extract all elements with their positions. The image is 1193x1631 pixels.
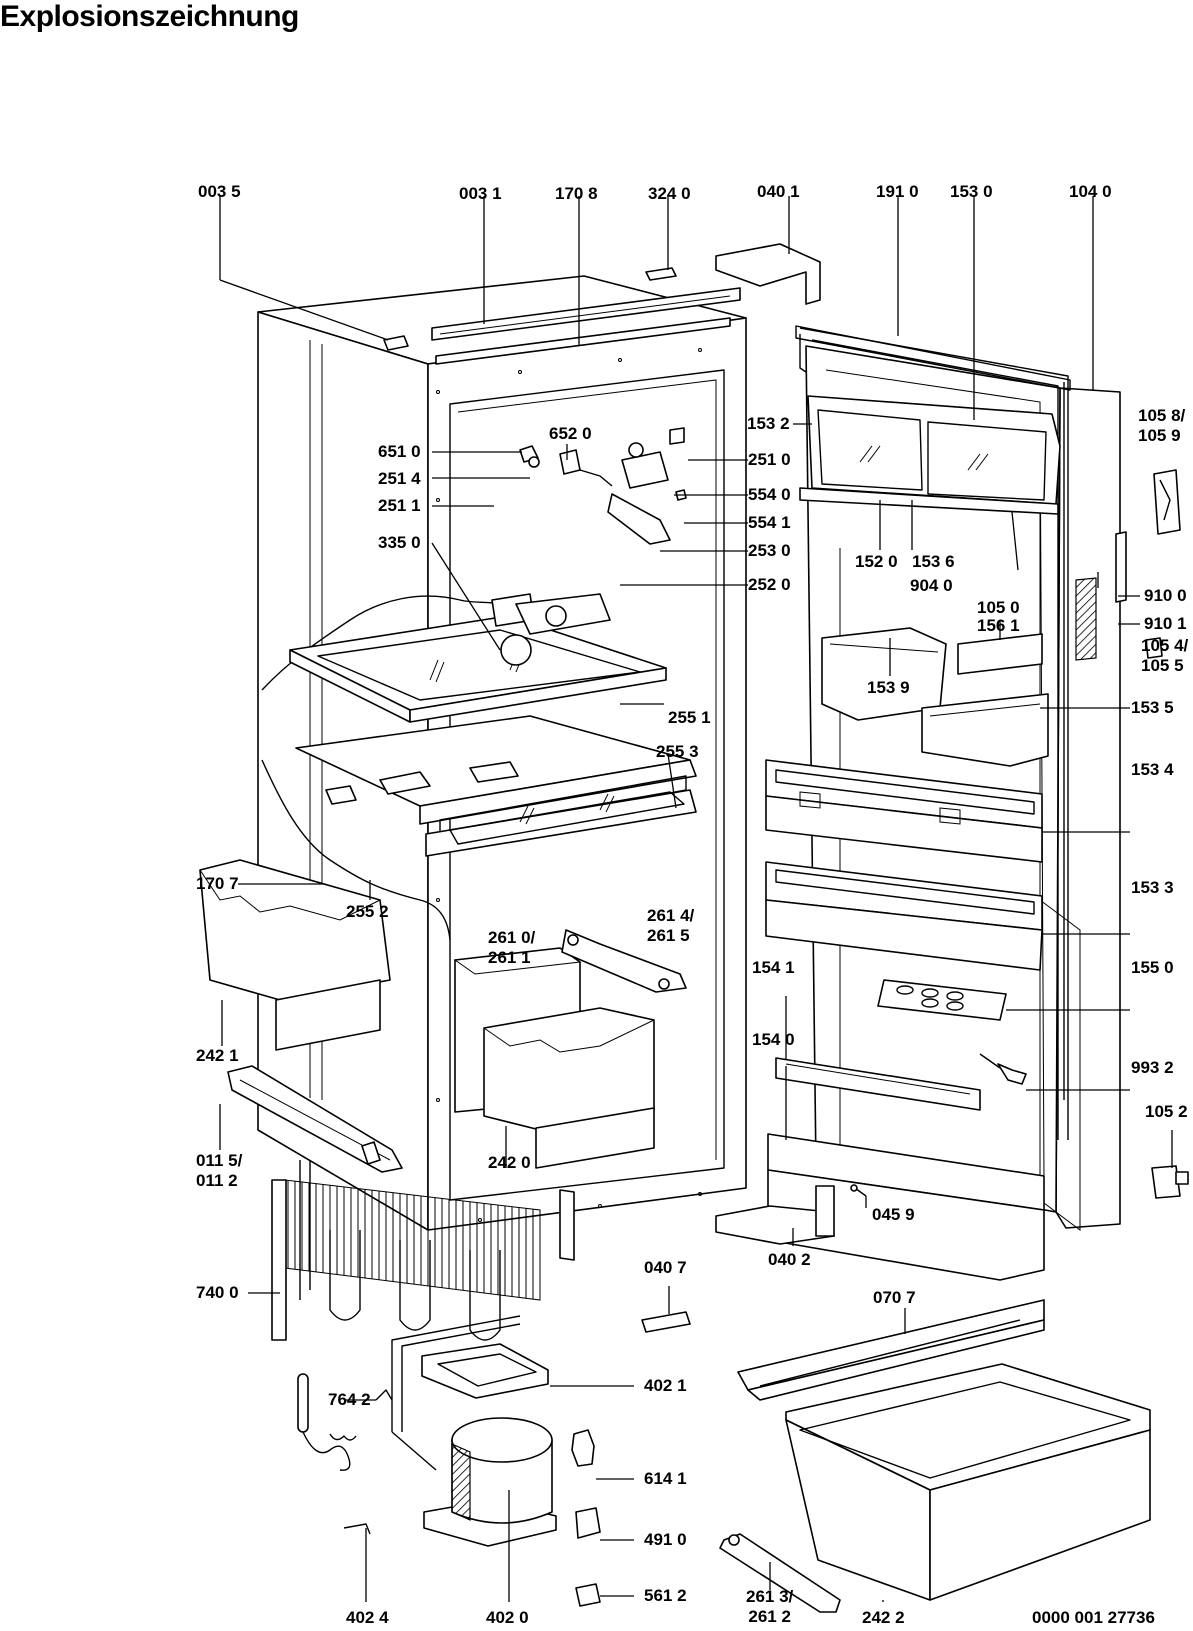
bottom-rail xyxy=(227,1065,403,1173)
part-label-1707: 170 7 xyxy=(196,874,239,893)
part-label-1050: 105 0 xyxy=(977,598,1020,617)
part-label-0115: 011 5/ 011 2 xyxy=(196,1151,243,1190)
part-label-2422: 242 2 xyxy=(862,1608,905,1627)
part-label-2420: 242 0 xyxy=(488,1153,531,1172)
plinth xyxy=(737,1299,1045,1401)
control-unit xyxy=(491,427,687,666)
part-label-1532: 153 2 xyxy=(747,414,790,433)
top-hinge xyxy=(645,243,821,305)
small-parts-bottom xyxy=(343,1311,691,1607)
part-label-1541: 154 1 xyxy=(752,958,795,977)
part-label-0707: 070 7 xyxy=(873,1288,916,1307)
part-label-1530: 153 0 xyxy=(950,182,993,201)
bottom-hinge xyxy=(715,1184,867,1245)
part-label-1054: 105 4/ 105 5 xyxy=(1141,636,1189,675)
leader-lines xyxy=(219,196,1173,1602)
document-number: 0000 001 27736 xyxy=(1032,1608,1155,1627)
part-label-1534: 153 4 xyxy=(1131,760,1174,779)
part-label-6510: 651 0 xyxy=(378,442,421,461)
part-label-1536: 153 6 xyxy=(912,552,955,571)
part-label-4910: 491 0 xyxy=(644,1530,687,1549)
drip-tray-holder xyxy=(421,1343,549,1399)
part-label-4020: 402 0 xyxy=(486,1608,529,1627)
condenser xyxy=(271,1160,575,1341)
part-label-4024: 402 4 xyxy=(346,1608,389,1627)
part-label-2530: 253 0 xyxy=(748,541,791,560)
part-label-1520: 152 0 xyxy=(855,552,898,571)
page-title: Explosionszeichnung xyxy=(0,0,299,33)
part-label-1040: 104 0 xyxy=(1069,182,1112,201)
part-label-0035: 003 5 xyxy=(198,182,241,201)
part-label-7400: 740 0 xyxy=(196,1283,239,1302)
part-label-2421: 242 1 xyxy=(196,1046,239,1065)
door-bin-1534 xyxy=(765,759,1043,863)
shelf-rail xyxy=(561,929,687,993)
part-label-0407: 040 7 xyxy=(644,1258,687,1277)
door-gasket xyxy=(799,327,1069,1140)
glass-shelf-upper xyxy=(289,615,667,723)
part-label-0401: 040 1 xyxy=(757,182,800,201)
part-label-5540: 554 0 xyxy=(748,485,791,504)
part-label-3240: 324 0 xyxy=(648,184,691,203)
part-label-1561: 156 1 xyxy=(977,616,1020,635)
part-label-2552: 255 2 xyxy=(346,902,389,921)
part-label-5541: 554 1 xyxy=(748,513,791,532)
egg-tray xyxy=(877,979,1007,1021)
part-label-2520: 252 0 xyxy=(748,575,791,594)
part-label-1910: 191 0 xyxy=(876,182,919,201)
part-label-6141: 614 1 xyxy=(644,1469,687,1488)
part-label-5612: 561 2 xyxy=(644,1586,687,1605)
part-label-4021: 402 1 xyxy=(644,1376,687,1395)
door-hinge-parts xyxy=(979,469,1189,1199)
glass-shelf-lower xyxy=(295,715,697,857)
part-label-7642: 764 2 xyxy=(328,1390,371,1409)
part-label-2553: 255 3 xyxy=(656,742,699,761)
part-label-1708: 170 8 xyxy=(555,184,598,203)
part-label-2614: 261 4/ 261 5 xyxy=(647,906,695,945)
crisper-right xyxy=(483,1007,655,1169)
part-label-1539: 153 9 xyxy=(867,678,910,697)
part-label-1533: 153 3 xyxy=(1131,878,1174,897)
part-label-1052: 105 2 xyxy=(1145,1102,1188,1121)
door-bin-1533 xyxy=(765,861,1043,971)
part-label-9100: 910 0 xyxy=(1144,586,1187,605)
door-bin-small xyxy=(821,627,1049,767)
part-label-9932: 993 2 xyxy=(1131,1058,1174,1077)
part-label-3350: 335 0 xyxy=(378,533,421,552)
drawer-2422 xyxy=(785,1363,1151,1601)
part-label-1550: 155 0 xyxy=(1131,958,1174,977)
part-label-1058: 105 8/ 105 9 xyxy=(1138,406,1186,445)
part-label-0031: 003 1 xyxy=(459,184,502,203)
dairy-compartment xyxy=(799,395,1061,515)
part-label-2514: 251 4 xyxy=(378,469,421,488)
rail-2613 xyxy=(719,1533,841,1613)
part-label-1540: 154 0 xyxy=(752,1030,795,1049)
part-label-2551: 255 1 xyxy=(668,708,711,727)
part-label-2510: 251 0 xyxy=(748,450,791,469)
part-label-0459: 045 9 xyxy=(872,1205,915,1224)
part-label-6520: 652 0 xyxy=(549,424,592,443)
part-label-0402: 040 2 xyxy=(768,1250,811,1269)
part-label-2610: 261 0/ 261 1 xyxy=(488,928,536,967)
part-label-2511: 251 1 xyxy=(378,496,421,515)
crisper-left xyxy=(199,859,391,1051)
bottle-retainer xyxy=(775,1057,981,1111)
part-label-2613: 261 3/ 261 2 xyxy=(746,1587,794,1626)
part-label-9040: 904 0 xyxy=(910,576,953,595)
part-label-1535: 153 5 xyxy=(1131,698,1174,717)
capillary xyxy=(297,1373,393,1471)
compressor xyxy=(391,1315,557,1547)
part-label-9101: 910 1 xyxy=(1144,614,1187,633)
